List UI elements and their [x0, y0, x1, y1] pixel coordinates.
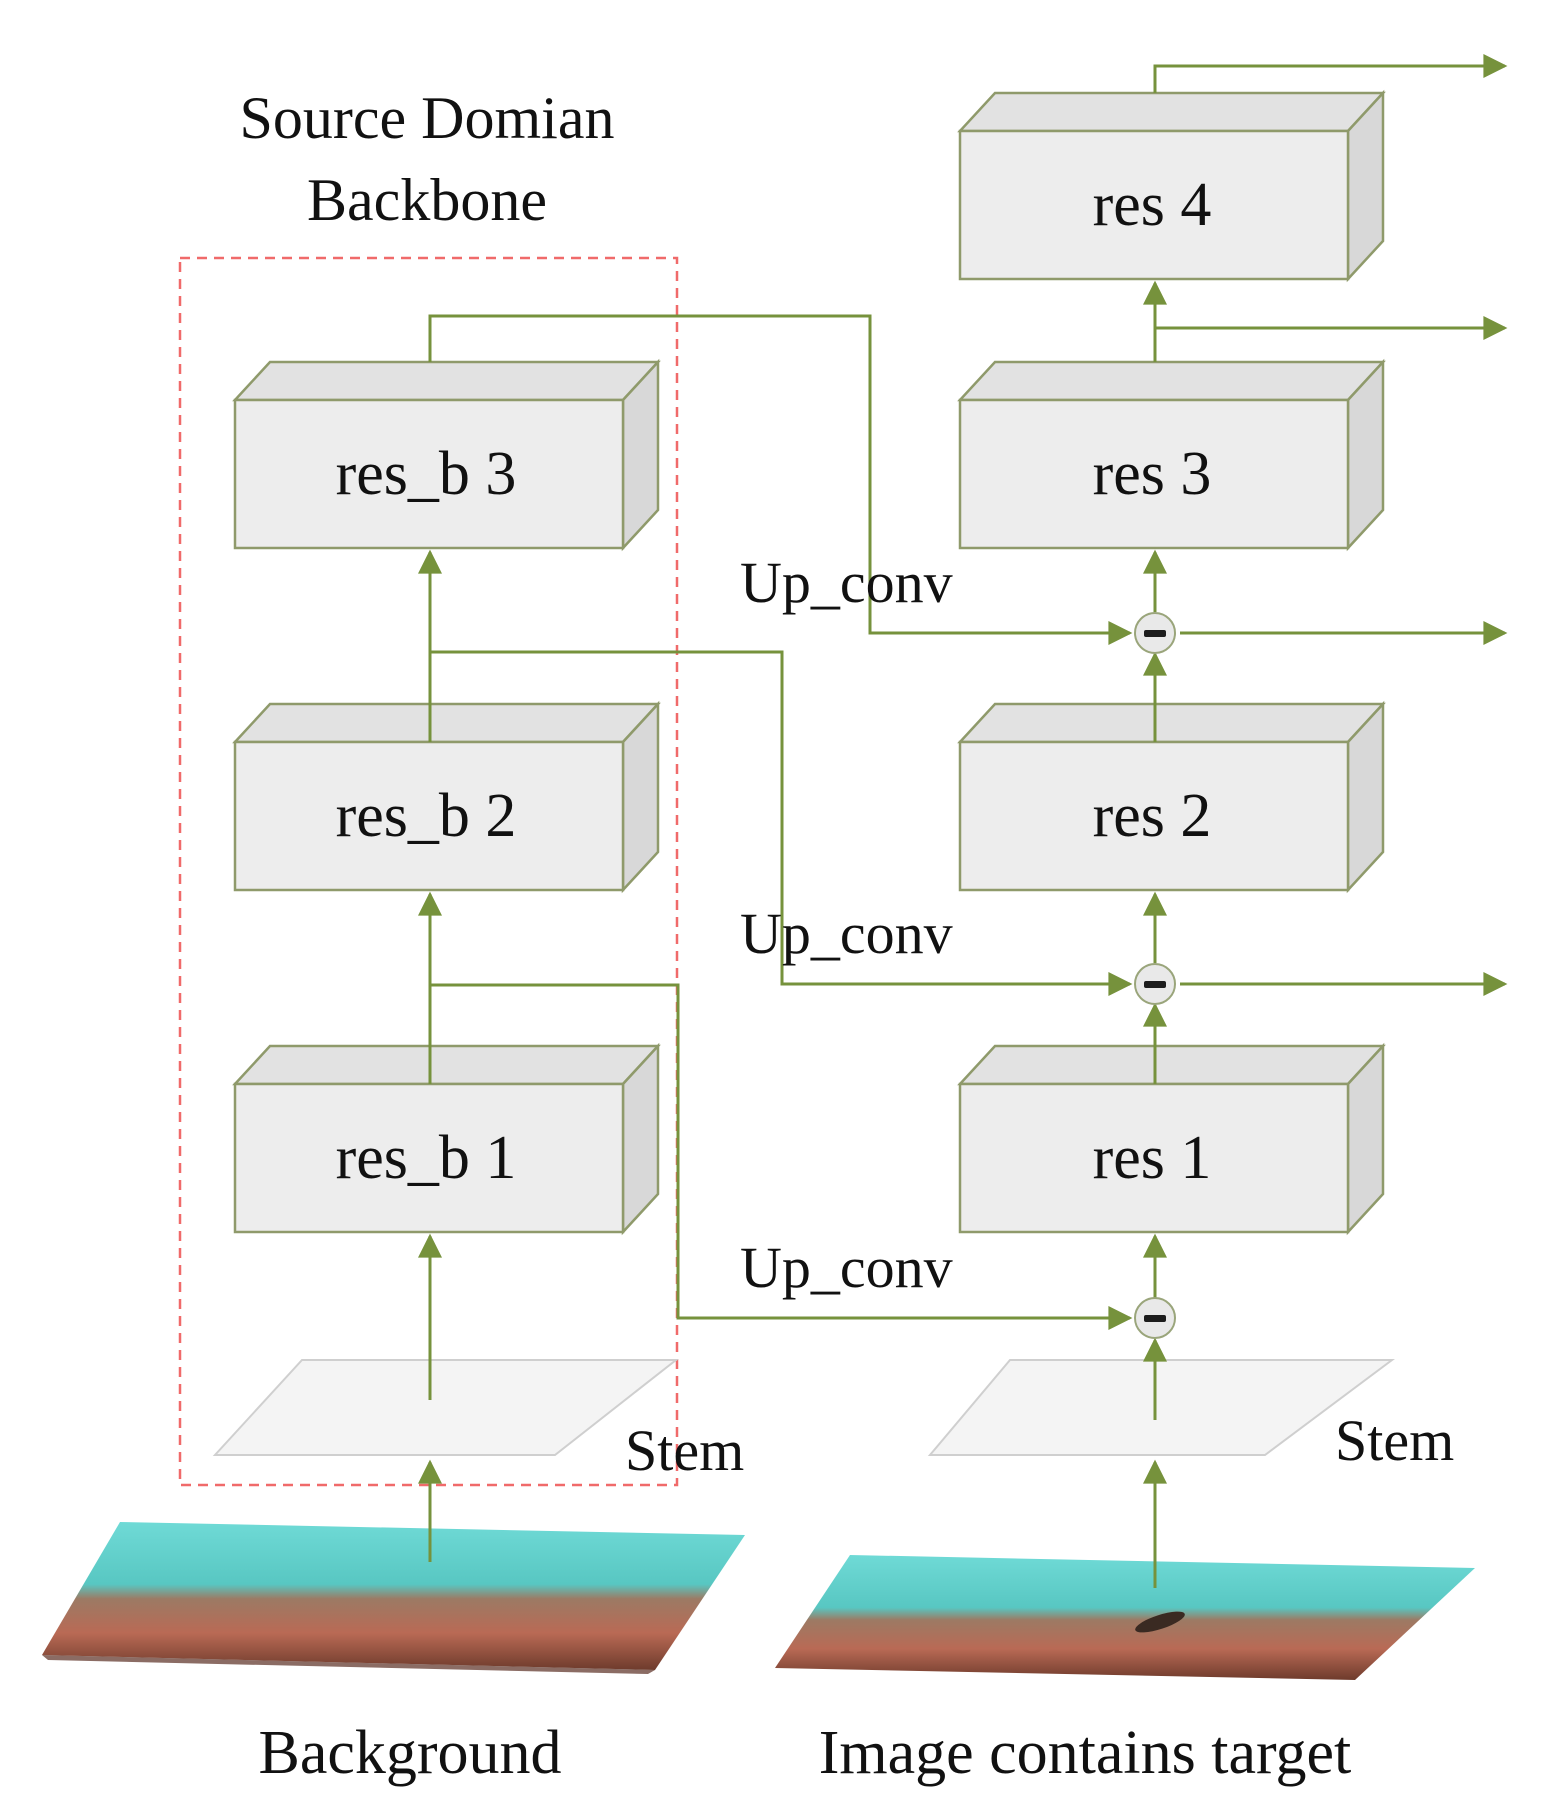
block-label-res-b-1: res_b 1 [336, 1124, 517, 1192]
upconv-path-res-b-2 [430, 650, 1133, 996]
upconv-label-top: Up_conv [740, 550, 953, 615]
subtract-operator-1 [1134, 1297, 1176, 1339]
stem-label-right: Stem [1335, 1408, 1454, 1473]
block-label-res-1: res 1 [1093, 1124, 1212, 1192]
upconv-label-middle: Up_conv [740, 901, 953, 966]
block-label-res-4: res 4 [1093, 171, 1212, 239]
upconv-path-res-b-3 [428, 314, 1133, 645]
block-res-4: res 4 [957, 89, 1386, 283]
block-label-res-b-2: res_b 2 [336, 782, 517, 850]
stem-plane-right [927, 1359, 1396, 1456]
block-res-3: res 3 [957, 358, 1386, 552]
stem-label-left: Stem [625, 1418, 744, 1483]
title-line-2: Backbone [307, 167, 547, 233]
output-arrow-res-4 [1153, 54, 1508, 93]
subtract-operator-2 [1134, 963, 1176, 1005]
subtract-operator-3 [1134, 612, 1176, 654]
upconv-label-bottom: Up_conv [740, 1235, 953, 1300]
caption-target: Image contains target [819, 1719, 1352, 1787]
stem-plane-left [212, 1359, 679, 1456]
block-res-b-3: res_b 3 [232, 358, 661, 552]
block-res-b-1: res_b 1 [232, 1042, 661, 1236]
block-res-b-2: res_b 2 [232, 700, 661, 894]
background-image [42, 1522, 745, 1674]
target-image [775, 1555, 1475, 1680]
block-res-2: res 2 [957, 700, 1386, 894]
block-res-1: res 1 [957, 1042, 1386, 1236]
caption-background: Background [258, 1719, 561, 1787]
block-label-res-b-3: res_b 3 [336, 440, 517, 508]
block-label-res-3: res 3 [1093, 440, 1212, 508]
upconv-path-res-b-1 [430, 983, 1133, 1330]
block-label-res-2: res 2 [1093, 782, 1212, 850]
title-line-1: Source Domian [240, 85, 615, 151]
